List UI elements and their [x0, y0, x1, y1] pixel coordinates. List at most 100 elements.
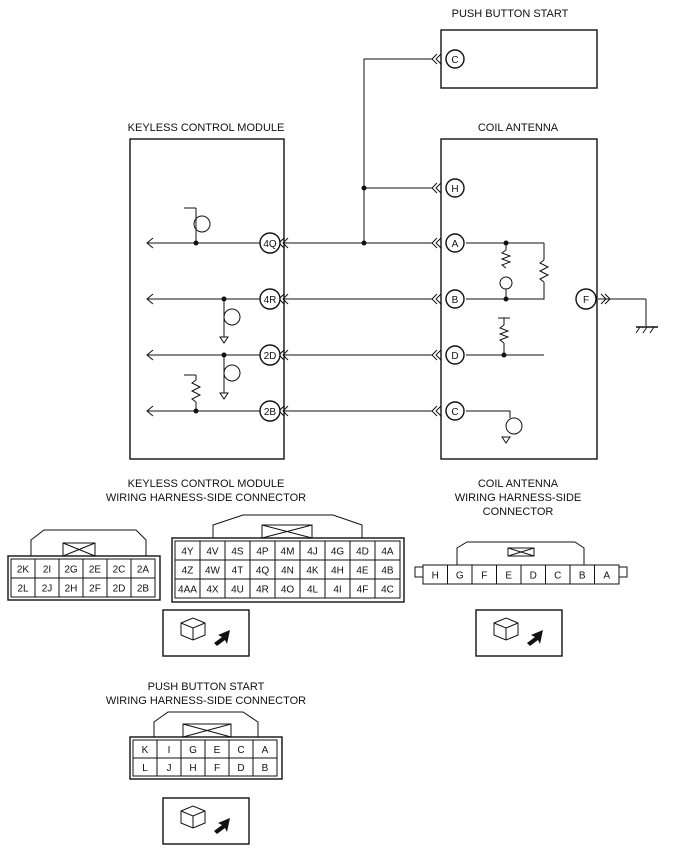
pbs-pin-label: J	[167, 763, 172, 774]
pbs-pin-label: I	[168, 745, 171, 756]
kcm-small-pin-label: 2E	[89, 565, 102, 576]
svg-text:2B: 2B	[264, 407, 277, 418]
kcm-connector-caption-2: WIRING HARNESS-SIDE CONNECTOR	[106, 492, 306, 504]
pbs-pin-label: C	[237, 745, 244, 756]
kcm-large-pin-label: 4A	[381, 547, 394, 558]
pin-kcm-2d: 2D	[259, 344, 281, 366]
pbs-pin-label: G	[189, 745, 197, 756]
pin-coil-a: A	[445, 233, 465, 253]
kcm-connector-view-icon	[162, 609, 250, 657]
kcm-large-pin-label: 4O	[281, 585, 295, 596]
pin-coil-h: H	[445, 178, 465, 198]
kcm-large-pin-label: 4D	[356, 547, 369, 558]
kcm-large-pin-label: 4X	[206, 585, 219, 596]
svg-text:C: C	[451, 55, 458, 66]
kcm-connector-caption-1: KEYLESS CONTROL MODULE	[128, 478, 285, 490]
pin-kcm-4q: 4Q	[259, 232, 281, 254]
coil-pin-label: G	[456, 571, 464, 582]
pbs-connector-caption-1: PUSH BUTTON START	[148, 681, 265, 693]
pbs-connector: K I G E C A L J H F D B	[132, 739, 278, 777]
kcm-small-pin-label: 2J	[42, 584, 53, 595]
harness-wires	[278, 53, 442, 417]
pbs-pin-label: E	[214, 745, 221, 756]
pin-push-button-start-c: C	[445, 49, 465, 69]
kcm-large-pin-label: 4T	[232, 566, 244, 577]
coil-connector-caption-3: CONNECTOR	[483, 506, 554, 518]
kcm-large-pin-label: 4U	[231, 585, 244, 596]
kcm-large-pin-label: 4B	[381, 566, 394, 577]
push-button-start-title: PUSH BUTTON START	[452, 8, 569, 20]
kcm-small-pin-label: 2F	[89, 584, 101, 595]
coil-pin-label: H	[432, 571, 439, 582]
kcm-small-pin-label: 2G	[64, 565, 78, 576]
coil-pin-label: F	[481, 571, 487, 582]
kcm-internal-circuit	[146, 207, 260, 417]
pin-coil-c: C	[445, 401, 465, 421]
keyless-control-module-title: KEYLESS CONTROL MODULE	[128, 122, 285, 134]
pbs-pin-label: K	[142, 745, 149, 756]
kcm-small-pin-label: 2H	[65, 584, 78, 595]
coil-connector-caption-1: COIL ANTENNA	[478, 478, 559, 490]
svg-text:D: D	[451, 351, 458, 362]
kcm-large-pin-label: 4P	[256, 547, 269, 558]
svg-text:4Q: 4Q	[263, 239, 277, 250]
kcm-small-pin-label: 2C	[113, 565, 126, 576]
kcm-small-pin-label: 2I	[43, 565, 51, 576]
pbs-pin-label: A	[262, 745, 269, 756]
push-button-start-box	[440, 29, 598, 89]
kcm-large-pin-label: 4AA	[178, 585, 197, 596]
kcm-large-pin-label: 4F	[357, 585, 369, 596]
pin-coil-b: B	[445, 289, 465, 309]
kcm-large-pin-label: 4S	[231, 547, 244, 558]
svg-text:C: C	[451, 407, 458, 418]
pin-kcm-2b: 2B	[259, 400, 281, 422]
kcm-large-pin-label: 4G	[331, 547, 345, 558]
svg-text:F: F	[583, 295, 589, 306]
pin-kcm-4r: 4R	[259, 288, 281, 310]
kcm-large-pin-label: 4W	[205, 566, 221, 577]
kcm-large-pin-label: 4N	[281, 566, 294, 577]
svg-text:B: B	[452, 295, 459, 306]
kcm-large-pin-label: 4M	[281, 547, 295, 558]
pbs-connector-view-icon	[162, 797, 250, 845]
coil-pin-label: B	[579, 571, 586, 582]
svg-text:4R: 4R	[264, 295, 277, 306]
coil-connector-caption-2: WIRING HARNESS-SIDE	[455, 492, 582, 504]
kcm-large-pin-label: 4E	[356, 566, 369, 577]
kcm-large-pin-label: 4Y	[181, 547, 194, 558]
kcm-small-pin-label: 2K	[17, 565, 30, 576]
kcm-large-pin-label: 4L	[307, 585, 319, 596]
pbs-pin-label: H	[189, 763, 196, 774]
kcm-large-pin-label: 4C	[381, 585, 394, 596]
kcm-large-cell	[374, 578, 401, 599]
svg-text:A: A	[452, 239, 459, 250]
coil-connector-view-icon	[475, 609, 563, 657]
coil-pin-label: E	[505, 571, 512, 582]
pbs-pin-label: F	[214, 763, 220, 774]
pin-coil-d: D	[445, 345, 465, 365]
kcm-small-pin-label: 2L	[17, 584, 29, 595]
kcm-large-pin-label: 4J	[307, 547, 318, 558]
kcm-large-pin-label: 4I	[333, 585, 341, 596]
kcm-small-pin-label: 2B	[137, 584, 150, 595]
kcm-large-pin-label: 4Z	[182, 566, 194, 577]
coil-connector-shell	[414, 541, 628, 578]
kcm-small-pin-label: 2A	[137, 565, 150, 576]
kcm-large-pin-label: 4H	[331, 566, 344, 577]
pbs-pin-label: D	[237, 763, 244, 774]
coil-pin-label: D	[530, 571, 537, 582]
pbs-pin-label: L	[142, 763, 148, 774]
coil-pin-label: C	[554, 571, 561, 582]
kcm-small-cell	[130, 577, 156, 598]
kcm-large-pin-label: 4R	[256, 585, 269, 596]
pbs-connector-caption-2: WIRING HARNESS-SIDE CONNECTOR	[106, 695, 306, 707]
svg-text:2D: 2D	[264, 351, 277, 362]
kcm-large-pin-label: 4Q	[256, 566, 270, 577]
pbs-pin-label: B	[262, 763, 269, 774]
svg-text:H: H	[451, 184, 458, 195]
coil-cell	[594, 564, 620, 585]
coil-internal-circuit	[466, 240, 658, 444]
